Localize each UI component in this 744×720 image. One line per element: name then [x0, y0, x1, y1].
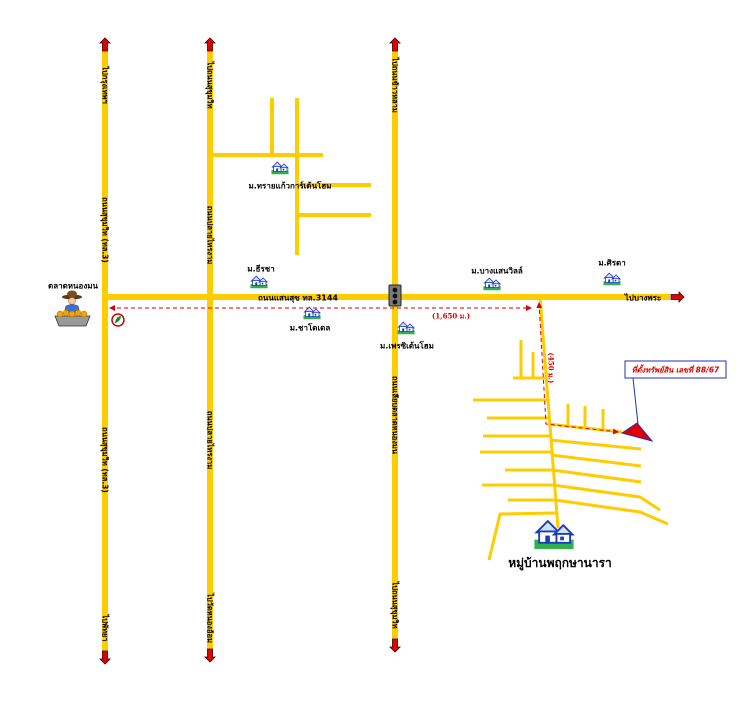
house-icon [397, 321, 415, 335]
arrow-icon [204, 37, 216, 52]
direction-label: ไปถนนข้าวหลาม [391, 56, 401, 113]
house-icon [250, 275, 268, 289]
property-callout: ที่ตั้งทรัพย์สิน เลขที่ 88/67 [620, 360, 727, 442]
market-vendor-icon [54, 290, 91, 327]
arrow-icon [670, 291, 685, 303]
direction-label: ไปวัดหนองอ้อม [206, 592, 216, 643]
direction-arrows [99, 37, 685, 665]
road-name-label: ถนนปลายไทรงาม [206, 206, 216, 264]
distance-indicators: (1,650 ม.) (450 ม.) [109, 302, 619, 435]
property-marker-icon [620, 422, 654, 442]
arrow-icon [99, 650, 111, 665]
road-name-label: ถนนเลียบตลาดหนองมน [391, 376, 400, 455]
village-label: ม.ชาโดเดล [290, 323, 331, 333]
direction-label: ไปบางพระ [624, 293, 661, 303]
soi-branch [552, 483, 661, 512]
soi-branch [551, 468, 642, 484]
village-label: ม.ทรายแก้วการ์เด้นโฮม [248, 181, 331, 191]
main-road-name-label: ถนนแสนสุข ทล.3144 [258, 294, 338, 304]
village-label: ม.บางแสนวิลล์ [471, 266, 523, 276]
house-icon [603, 272, 621, 286]
main-roads [102, 50, 670, 652]
house-icon [271, 161, 289, 175]
traffic-light-icon [388, 284, 402, 307]
village-label: ม.ธีรชา [247, 264, 274, 274]
village-markers: ม.ทรายแก้วการ์เด้นโฮม ม.ธีรชา ม.ชาโดเดล … [247, 161, 626, 351]
village-label: ม.เพรซิเด้นโฮม [380, 341, 434, 351]
arrow-icon [204, 648, 216, 663]
upper-village-roads [210, 98, 371, 255]
house-icon [483, 277, 501, 291]
road-name-label: ถนนปลายไทรงาม [206, 411, 216, 469]
road-name-label: ถนนสุขุมวิท (ทล.3) [101, 427, 110, 493]
project: หมู่บ้านพฤกษานารา [508, 520, 612, 571]
direction-label: ไปพัทยา [101, 613, 111, 641]
market-label: ตลาดหนองมน [48, 282, 99, 291]
arrow-icon [99, 37, 111, 52]
callout-box [624, 360, 727, 379]
road-labels: ไปกรุงเทพฯ ถนนสุขุมวิท (ทล.3) ถนนสุขุมวิ… [101, 56, 662, 643]
direction-label: ไปถนนสุขุมวิท [206, 60, 216, 108]
direction-label: ไปถนนสุขุมวิท [391, 580, 401, 628]
soi-branch [554, 498, 669, 526]
soi-branch [550, 453, 642, 468]
arrow-icon [389, 638, 401, 653]
soi-distance-line [536, 302, 619, 435]
direction-label: ไปกรุงเทพฯ [101, 65, 111, 103]
project-name-label: หมู่บ้านพฤกษานารา [508, 556, 612, 571]
soi-distance-label: (450 ม.) [547, 353, 556, 384]
soi-spine [538, 296, 560, 529]
house-icon [533, 520, 575, 550]
house-icon [303, 306, 321, 320]
landmark-logo-icon [111, 313, 125, 327]
main-road-distance-label: (1,650 ม.) [432, 312, 470, 321]
callout-label: ที่ตั้งทรัพย์สิน เลขที่ 88/67 [632, 364, 720, 375]
road-name-label: ถนนสุขุมวิท (ทล.3) [101, 197, 110, 263]
arrow-icon [389, 37, 401, 52]
soi-branch [487, 511, 557, 561]
callout-leader-line [632, 377, 639, 425]
soi-branch [549, 438, 642, 451]
village-label: ม.ศิรดา [598, 259, 625, 268]
